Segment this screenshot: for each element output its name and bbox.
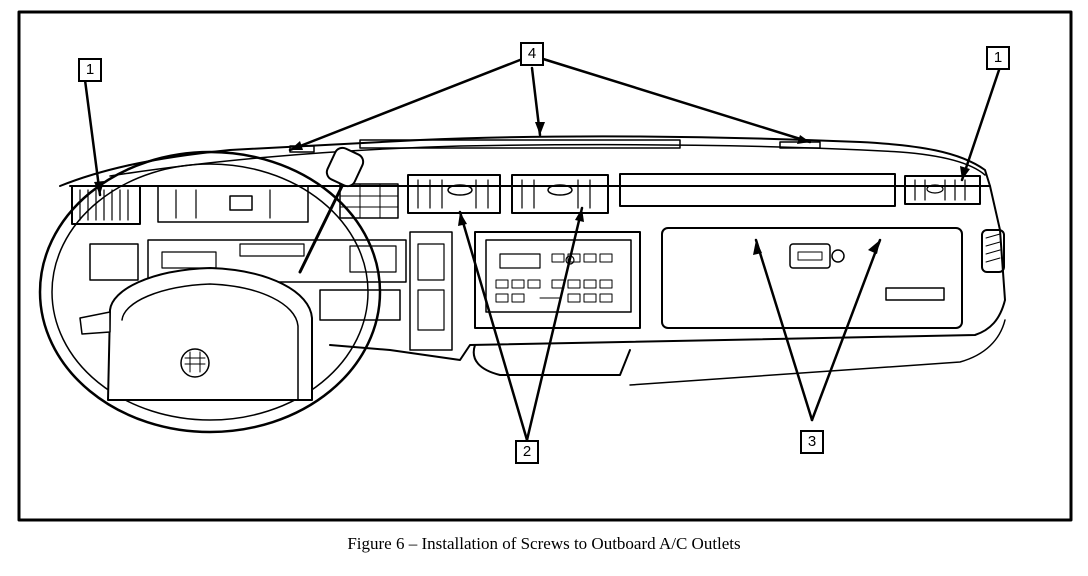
defrost-grille-center (359, 139, 681, 149)
callout-center-outlets: 2 (515, 440, 539, 464)
dash-lower-edge (472, 344, 631, 376)
right-outlet-louvers (914, 179, 966, 201)
leader-arrowheads (94, 122, 970, 255)
callout-left-outlet: 1 (78, 58, 102, 82)
left-panel-switches (409, 231, 453, 351)
center-outlet-left (407, 174, 501, 214)
dash-trim-strip (619, 173, 896, 207)
leader-lines (83, 56, 1001, 442)
dash-top-pad (59, 135, 991, 187)
center-outlet-louvers (417, 179, 591, 209)
glovebox-door (661, 227, 963, 329)
cadillac-crest (180, 348, 210, 378)
cluster-upper (157, 185, 309, 223)
glovebox-badge (885, 287, 945, 301)
dash-face (69, 185, 1006, 361)
center-outlet-knob-right (547, 184, 573, 196)
figure-caption: Figure 6 – Installation of Screws to Out… (347, 534, 741, 553)
center-outlet-right (511, 174, 609, 214)
left-outlet-louvers (79, 189, 129, 221)
glovebox-latch (789, 243, 831, 269)
steering-wheel-hub (107, 267, 313, 401)
dash-top-inner (109, 143, 986, 177)
side-vent (981, 229, 1005, 273)
side-vent-grille (985, 233, 1001, 263)
center-outlet-knob-left (447, 184, 473, 196)
cluster-lamp (229, 195, 253, 211)
dash-right-lower (629, 319, 1006, 386)
radio-display (499, 253, 541, 269)
steering-wheel-outer (38, 150, 382, 434)
right-outboard-outlet (904, 175, 981, 205)
radio-bezel (474, 231, 641, 329)
gear-selector-lever (298, 178, 347, 274)
radio-buttons (495, 253, 613, 303)
callout-defrost-screws: 4 (520, 42, 544, 66)
callout-glovebox-screws: 3 (800, 430, 824, 454)
figure-border (17, 10, 1073, 522)
callout-right-outlet: 1 (986, 46, 1010, 70)
steering-wheel-inner (51, 163, 369, 421)
left-outboard-outlet (71, 185, 141, 225)
